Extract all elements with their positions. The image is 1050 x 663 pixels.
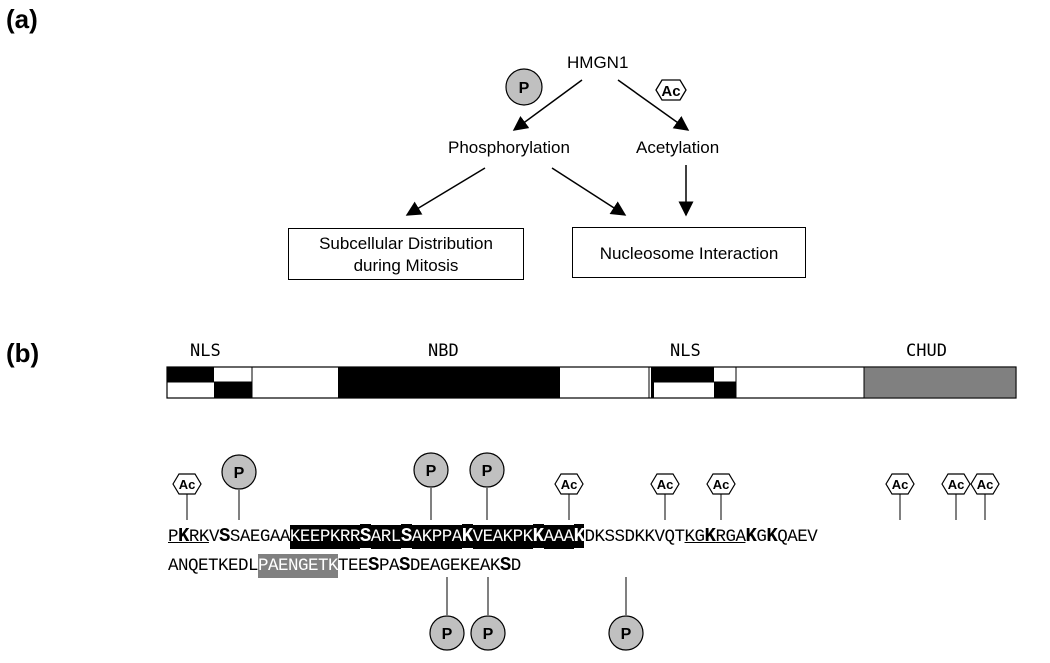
svg-text:P: P [621, 626, 632, 643]
domain-label-nbd: NBD [428, 341, 459, 361]
nbd-block [338, 367, 560, 398]
svg-text:P: P [519, 80, 530, 97]
svg-text:P: P [482, 463, 493, 480]
sequence-segment: S [368, 554, 379, 576]
phospho-badge-a: P [505, 68, 543, 106]
sequence-segment: TEE [338, 556, 369, 576]
domain-label-nls1: NLS [190, 341, 221, 361]
sequence-segment: AKPPA [411, 525, 462, 549]
sequence-segment: K [532, 524, 544, 548]
hmgn1-label: HMGN1 [567, 53, 629, 72]
arrow-phosphorylation-to-subcellular [405, 167, 486, 216]
nls2-block-bottom [714, 382, 736, 398]
phospho-marker-s89: P [608, 577, 644, 651]
acetyl-marker-k34: Ac [706, 473, 736, 520]
nls2-thin-bar [651, 367, 654, 398]
sequence-segment: S [218, 525, 230, 547]
sequence-segment: K [704, 525, 716, 547]
sequence-segment: RGA [715, 527, 746, 547]
nls1-block-bottom [214, 382, 252, 398]
sequence-segment: K [573, 524, 585, 548]
acetyl-marker-k24: Ac [554, 473, 584, 520]
sequence-segment: S [400, 524, 412, 548]
domain-label-nls2: NLS [670, 341, 701, 361]
sequence-segment: PA [378, 556, 400, 576]
panel-a-label: (a) [6, 4, 38, 34]
sequence-segment: K [745, 525, 757, 547]
domain-label-chud: CHUD [906, 341, 947, 361]
phospho-marker-s77: P [429, 577, 465, 651]
sequence-segment: K [461, 524, 473, 548]
acetyl-marker-k30: Ac [650, 473, 680, 520]
acetylation-label: Acetylation [636, 138, 720, 157]
phospho-marker-s20: P [413, 452, 449, 520]
svg-text:Ac: Ac [179, 477, 196, 492]
sequence-segment: ANQETKEDL [168, 556, 259, 576]
sequence-segment: S [398, 554, 410, 576]
acetyl-badge-a: Ac [655, 79, 687, 101]
arrow-hmgn1-to-acetylation [617, 79, 690, 131]
phospho-marker-s24: P [469, 452, 505, 520]
chud-block [863, 366, 1017, 399]
svg-text:P: P [234, 465, 245, 482]
sequence-segment: KEEPKRR [289, 525, 360, 549]
sequence-line-1: PKRKVSSAEGAAKEEPKRRSARLSAKPPAKVEAKPKKAAA… [168, 524, 818, 549]
acetyl-marker-k52: Ac [941, 473, 971, 520]
sequence-segment: DKSSDKKVQT [584, 527, 685, 547]
panel-b-label: (b) [6, 338, 40, 368]
svg-text:Ac: Ac [561, 477, 578, 492]
sequence-segment: D [510, 556, 522, 576]
nucleosome-interaction-box: Nucleosome Interaction [572, 227, 806, 278]
sequence-segment: VEAKPK [472, 525, 533, 549]
acetyl-marker-k54: Ac [970, 473, 1000, 520]
sequence-segment: DEAGEKEAK [409, 556, 501, 576]
sequence-segment: V [208, 527, 220, 547]
box-right-label: Nucleosome Interaction [599, 244, 779, 263]
sequence-segment: K [766, 525, 778, 547]
sequence-segment: G [756, 527, 767, 547]
arrow-phosphorylation-to-nucleosome [551, 167, 627, 216]
sequence-line-2: ANQETKEDLPAENGETKTEESPASDEAGEKEAKSD [168, 553, 521, 578]
sequence-segment: QAEV [777, 527, 818, 547]
svg-text:Ac: Ac [977, 477, 994, 492]
svg-text:Ac: Ac [713, 477, 730, 492]
svg-text:P: P [442, 626, 453, 643]
sequence-segment: K [178, 525, 189, 547]
sequence-segment: S [499, 554, 511, 576]
sequence-segment: AAA [543, 525, 574, 549]
sequence-segment: P [168, 527, 179, 547]
box-left-line1: Subcellular Distribution [319, 234, 493, 253]
sequence-segment: PAENGETK [258, 554, 339, 578]
sequence-segment: ARL [370, 525, 401, 549]
svg-text:P: P [426, 463, 437, 480]
svg-text:Ac: Ac [657, 477, 674, 492]
sequence-segment: SAEGAA [229, 527, 291, 547]
subcellular-distribution-box: Subcellular Distribution during Mitosis [288, 228, 524, 280]
phosphorylation-label: Phosphorylation [448, 138, 570, 157]
svg-text:Ac: Ac [661, 83, 680, 100]
svg-text:Ac: Ac [892, 477, 909, 492]
sequence-segment: KG [684, 527, 706, 547]
sequence-segment: S [359, 524, 371, 548]
nls2-block-top [654, 367, 714, 382]
acetyl-marker-k2: Ac [172, 473, 202, 520]
svg-text:P: P [483, 626, 494, 643]
phospho-marker-s6: P [221, 454, 257, 520]
arrow-hmgn1-to-phosphorylation [512, 79, 583, 131]
nls1-block-top [167, 367, 214, 382]
svg-text:Ac: Ac [948, 477, 965, 492]
acetyl-marker-k48: Ac [885, 473, 915, 520]
sequence-segment: RK [188, 527, 210, 547]
box-left-line2: during Mitosis [353, 256, 459, 275]
phospho-marker-s80: P [470, 577, 506, 651]
